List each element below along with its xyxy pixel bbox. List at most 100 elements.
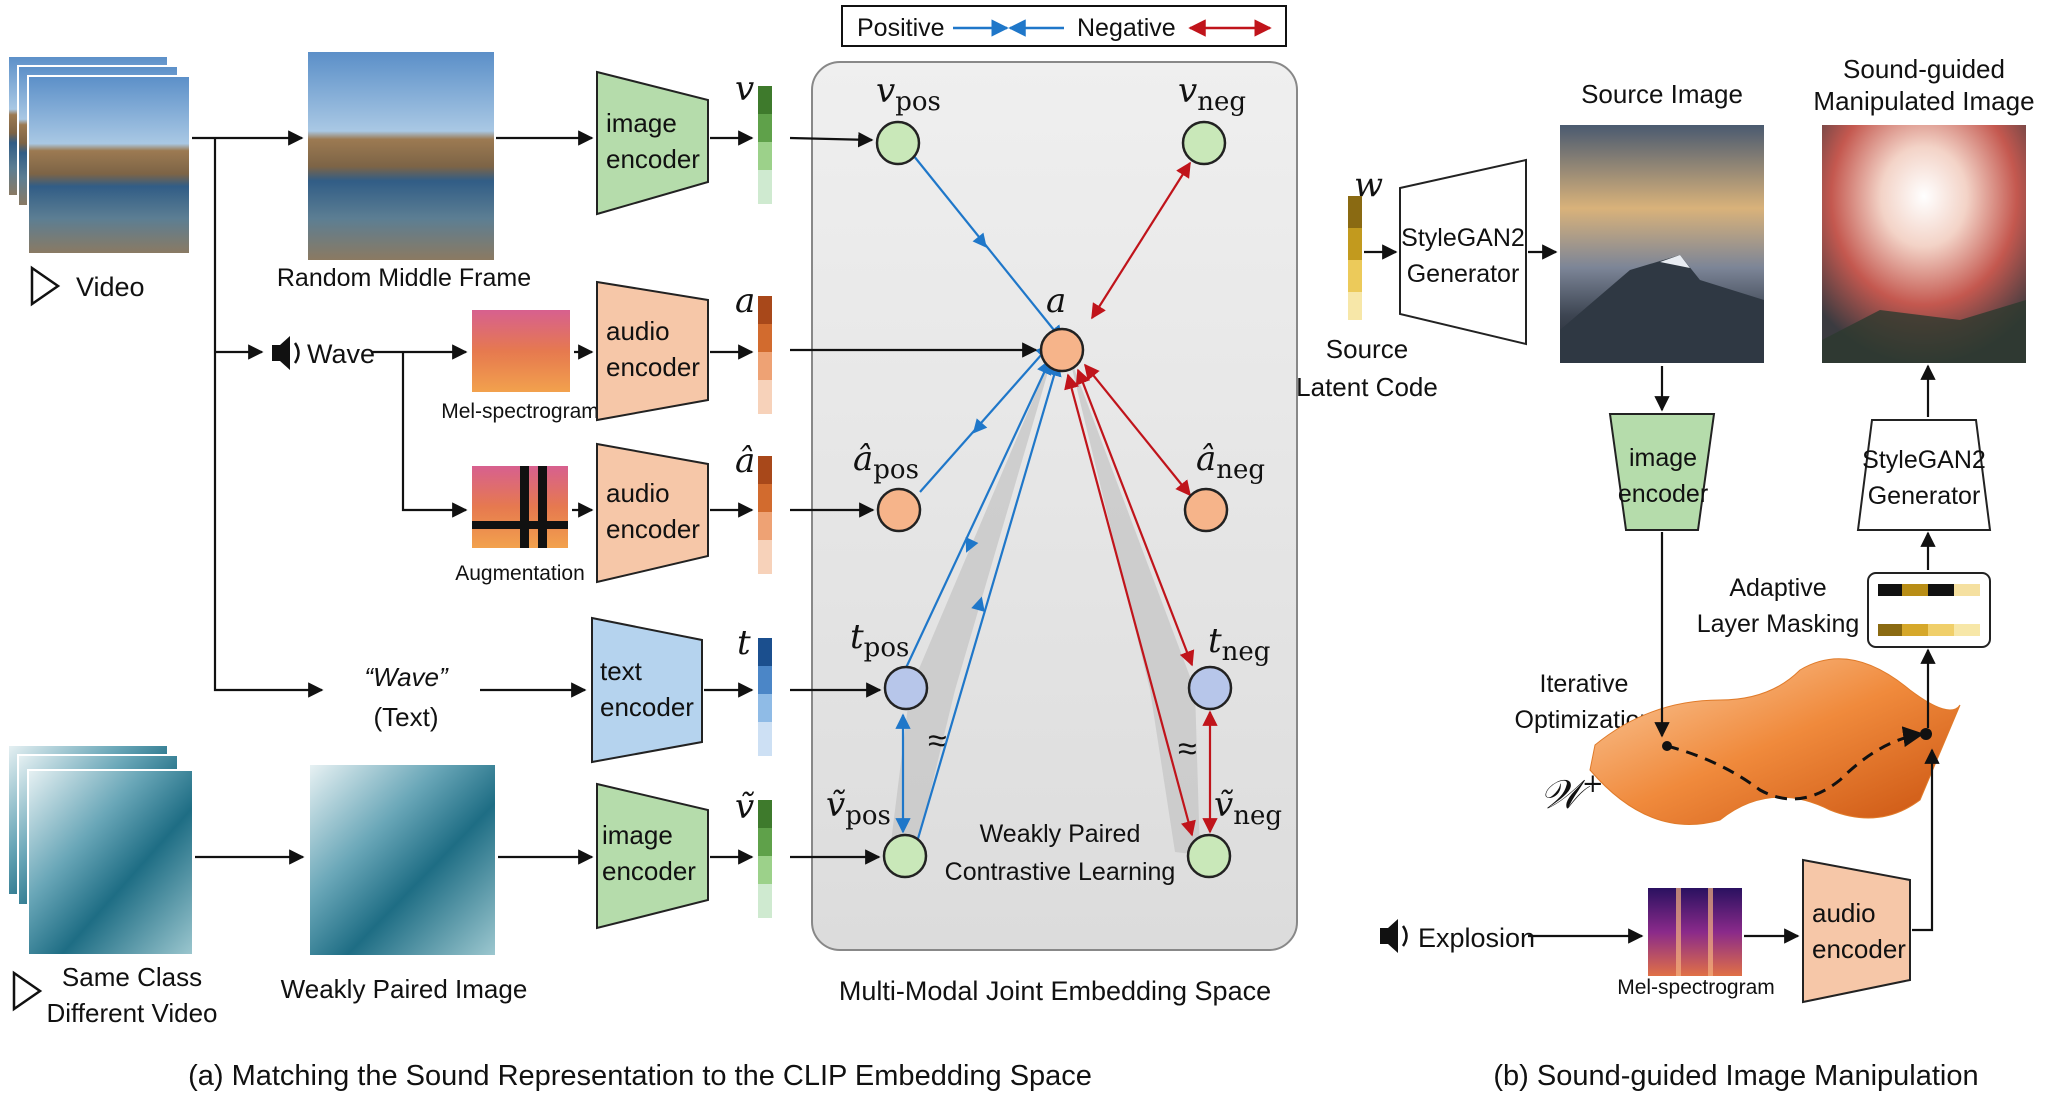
arrow-a-apos bbox=[919, 343, 1052, 493]
text-encoder bbox=[591, 616, 703, 764]
positive-mid-arrowheads bbox=[965, 232, 988, 612]
same-class-line1: Same Class bbox=[62, 962, 202, 992]
label-v-pos: vpos bbox=[876, 71, 941, 117]
svg-text:image: image bbox=[606, 108, 677, 138]
label-v-neg: vneg bbox=[1178, 71, 1246, 117]
mel-spectrogram-caption: Mel-spectrogram bbox=[441, 400, 599, 423]
svg-text:text: text bbox=[600, 656, 643, 686]
explosion-mel-caption: Mel-spectrogram bbox=[1617, 976, 1775, 999]
label-a: a bbox=[1046, 281, 1066, 321]
part-b-connectors bbox=[1364, 244, 1940, 944]
svg-text:encoder: encoder bbox=[1618, 480, 1708, 508]
node-a-neg bbox=[1183, 487, 1229, 533]
svg-text:audio: audio bbox=[1812, 898, 1876, 928]
vector-t bbox=[758, 638, 772, 756]
svg-text:audio: audio bbox=[606, 478, 670, 508]
label-a-neg: âneg bbox=[1196, 439, 1265, 485]
vector-labels: v a â t ṽ bbox=[735, 69, 755, 827]
vector-a-hat bbox=[758, 456, 772, 574]
manipulated-title-line2: Manipulated Image bbox=[1813, 86, 2034, 116]
node-vt-pos bbox=[882, 833, 928, 879]
svg-text:encoder: encoder bbox=[1812, 934, 1906, 964]
svg-text:Generator: Generator bbox=[1868, 482, 1981, 510]
label-vt-pos: ṽpos bbox=[826, 785, 891, 831]
embedding-nodes bbox=[875, 120, 1233, 879]
random-middle-frame-caption: Random Middle Frame bbox=[277, 264, 531, 292]
arrow-a-vneg bbox=[1091, 161, 1191, 320]
svg-text:image: image bbox=[1629, 444, 1697, 472]
positive-band bbox=[890, 348, 1055, 855]
svg-text:StyleGAN2: StyleGAN2 bbox=[1862, 446, 1986, 474]
text-input-sub: (Text) bbox=[374, 702, 439, 732]
vector-v-tilde bbox=[758, 800, 772, 918]
svg-text:audio: audio bbox=[606, 316, 670, 346]
explosion-mel-spectrogram bbox=[1648, 888, 1742, 976]
text-input-quote: “Wave” bbox=[364, 662, 449, 692]
node-a-pos bbox=[876, 487, 922, 533]
same-class-video-stack bbox=[7, 744, 194, 956]
random-middle-frame-image bbox=[308, 52, 494, 260]
positive-arrows bbox=[895, 144, 1063, 843]
approx-symbol-pos: ≈ bbox=[928, 722, 947, 760]
svg-text:encoder: encoder bbox=[600, 692, 694, 722]
image-encoder-b bbox=[1608, 413, 1716, 531]
masking-label-line1: Adaptive bbox=[1729, 574, 1826, 602]
weakly-paired-image bbox=[310, 765, 495, 955]
augmentation-caption: Augmentation bbox=[455, 562, 585, 585]
vector-label-v: v bbox=[735, 69, 754, 109]
source-image-title: Source Image bbox=[1581, 79, 1743, 109]
negative-arrows bbox=[1064, 161, 1218, 837]
stylegan2-generator-output bbox=[1856, 419, 1992, 531]
encoder-labels: image encoder audio encoder audio encode… bbox=[600, 108, 700, 886]
mel-spectrogram-image bbox=[472, 310, 570, 392]
input-connectors bbox=[192, 130, 1038, 865]
video-play-icon bbox=[30, 265, 61, 307]
vector-v bbox=[758, 86, 772, 204]
embedding-vectors bbox=[758, 86, 772, 918]
stylegan2-generator-source bbox=[1399, 158, 1527, 346]
svg-text:encoder: encoder bbox=[602, 856, 696, 886]
source-latent-code bbox=[1348, 196, 1362, 320]
caption-a: (a) Matching the Sound Representation to… bbox=[188, 1060, 1092, 1092]
audio-encoder-1 bbox=[596, 280, 709, 422]
node-t-neg bbox=[1187, 665, 1233, 711]
vector-label-v-tilde: ṽ bbox=[735, 787, 755, 827]
embedding-space-title: Multi-Modal Joint Embedding Space bbox=[839, 976, 1271, 1006]
arrow-a-vtneg bbox=[1064, 373, 1196, 837]
svg-text:encoder: encoder bbox=[606, 144, 700, 174]
masking-label-line2: Layer Masking bbox=[1697, 610, 1860, 638]
vector-label-t: t bbox=[737, 623, 751, 663]
image-encoder-bottom bbox=[596, 782, 709, 930]
svg-text:encoder: encoder bbox=[606, 514, 700, 544]
optimization-surface bbox=[1589, 658, 1961, 825]
explosion-speaker-icon bbox=[1380, 919, 1408, 953]
arrow-a-tpos bbox=[904, 358, 1052, 671]
speaker-icon bbox=[272, 336, 300, 370]
audio-encoder-b bbox=[1802, 858, 1911, 1004]
same-class-line2: Different Video bbox=[46, 998, 217, 1028]
svg-text:encoder: encoder bbox=[606, 352, 700, 382]
vector-label-a-hat: â bbox=[735, 441, 755, 481]
vector-a bbox=[758, 296, 772, 414]
caption-b: (b) Sound-guided Image Manipulation bbox=[1493, 1060, 1978, 1092]
node-t-pos bbox=[883, 665, 929, 711]
source-image bbox=[1560, 125, 1764, 363]
svg-text:Generator: Generator bbox=[1407, 260, 1520, 288]
approx-symbol-neg: ≈ bbox=[1178, 730, 1197, 768]
augmented-spectrogram-image bbox=[472, 466, 568, 548]
manipulated-title-line1: Sound-guided bbox=[1843, 54, 2005, 84]
legend-negative-label: Negative bbox=[1077, 14, 1176, 42]
latent-code-line1: Source bbox=[1326, 334, 1408, 364]
label-t-pos: tpos bbox=[850, 617, 909, 663]
same-class-play-icon bbox=[12, 970, 43, 1012]
video-label: Video bbox=[76, 272, 145, 302]
explosion-label: Explosion bbox=[1418, 923, 1535, 953]
svg-text:StyleGAN2: StyleGAN2 bbox=[1401, 224, 1525, 252]
legend-positive-label: Positive bbox=[857, 14, 945, 42]
legend: Positive Negative bbox=[841, 5, 1287, 47]
contrastive-label-line1: Weakly Paired bbox=[980, 820, 1141, 848]
label-a-pos: âpos bbox=[853, 439, 919, 485]
node-vt-neg bbox=[1186, 833, 1232, 879]
